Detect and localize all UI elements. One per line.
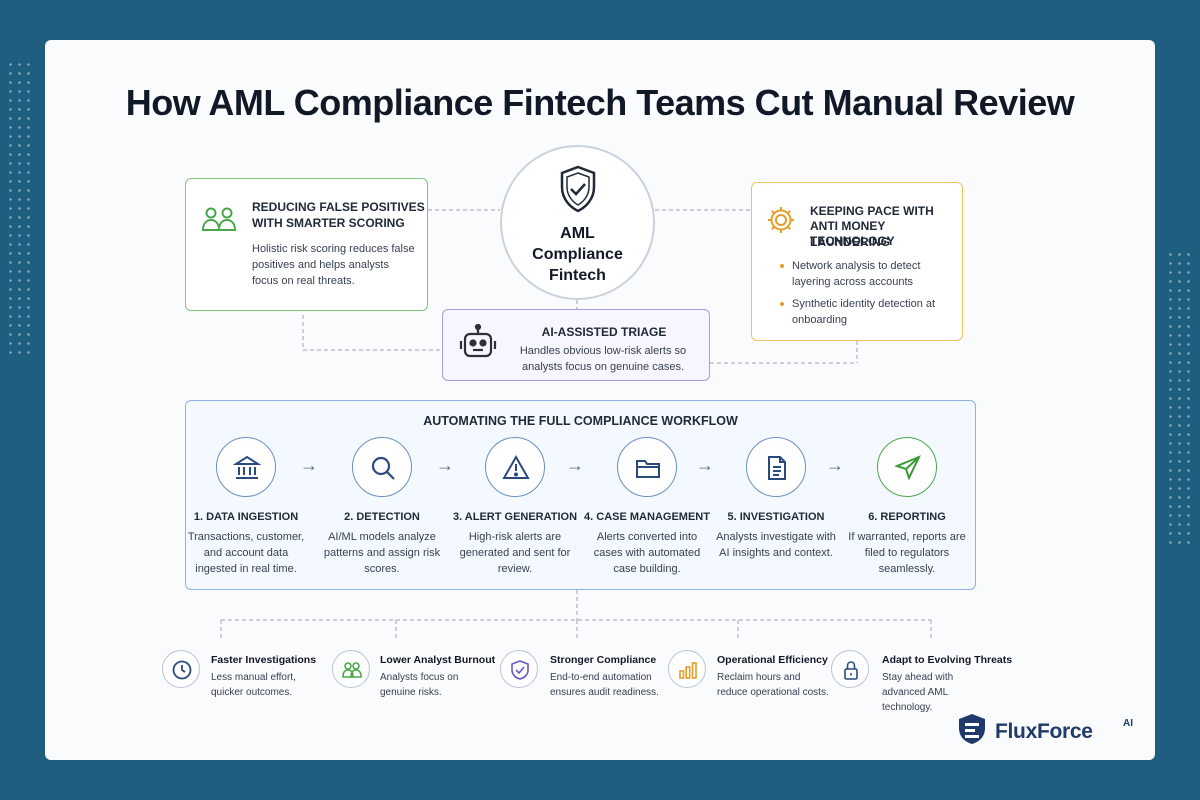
false-positives-box: REDUCING FALSE POSITIVES WITH SMARTER SC… — [185, 178, 428, 311]
keeping-pace-title-3: TECHNOLOGY — [810, 234, 895, 248]
logo-text: FluxForce — [995, 720, 1093, 743]
arrow-icon: → — [566, 455, 584, 475]
benefit-desc: Stay ahead with advanced AML technology. — [882, 672, 954, 713]
keeping-pace-bullet: Network analysis to detect layering acro… — [778, 258, 948, 290]
step-title: 5. INVESTIGATION — [727, 511, 825, 523]
false-positives-title-2: WITH SMARTER SCORING — [252, 216, 405, 230]
fluxforce-shield-icon — [959, 714, 985, 744]
step-desc: Analysts investigate with AI insights an… — [716, 531, 836, 559]
logo-superscript: AI — [1123, 718, 1133, 729]
decorative-dots-left — [6, 60, 34, 360]
gear-icon — [768, 207, 794, 233]
benefit-desc: Reclaim hours and reduce operational cos… — [717, 672, 829, 698]
false-positives-title-1: REDUCING FALSE POSITIVES — [252, 200, 425, 214]
step-title: 4. CASE MANAGEMENT — [584, 511, 710, 523]
keeping-pace-title-1: KEEPING PACE WITH — [810, 204, 934, 218]
arrow-icon: → — [300, 455, 318, 475]
users-icon — [202, 207, 236, 231]
magnifier-icon — [352, 437, 412, 497]
step-desc: Transactions, customer, and account data… — [187, 531, 305, 575]
benefit-desc: End-to-end automation ensures audit read… — [550, 672, 659, 698]
arrow-icon: → — [696, 455, 714, 475]
benefit-desc: Less manual effort, quicker outcomes. — [211, 672, 296, 698]
step-title: 2. DETECTION — [344, 511, 420, 523]
step-title: 6. REPORTING — [868, 511, 946, 523]
keeping-pace-bullet: Synthetic identity detection at onboardi… — [778, 296, 948, 328]
step-title: 1. DATA INGESTION — [193, 511, 299, 523]
benefit-title: Stronger Compliance — [550, 654, 657, 666]
robot-icon — [459, 324, 497, 358]
step-title: 3. ALERT GENERATION — [452, 511, 578, 523]
send-icon — [877, 437, 937, 497]
step-desc: If warranted, reports are filed to regul… — [848, 531, 966, 575]
decorative-dots-right — [1166, 250, 1194, 550]
arrow-icon: → — [826, 455, 844, 475]
benefit-desc: Analysts focus on genuine risks. — [380, 672, 459, 698]
bar-chart-icon — [668, 650, 706, 688]
benefit-title: Lower Analyst Burnout — [380, 654, 496, 666]
workflow-box: AUTOMATING THE FULL COMPLIANCE WORKFLOW … — [185, 400, 976, 590]
shield-check-icon — [560, 165, 596, 213]
page-title: How AML Compliance Fintech Teams Cut Man… — [125, 82, 1075, 123]
step-desc: AI/ML models analyze patterns and assign… — [323, 531, 441, 575]
keeping-pace-box: KEEPING PACE WITH ANTI MONEY LAUNDERING … — [751, 182, 963, 341]
arrow-icon: → — [436, 455, 454, 475]
step-desc: Alerts converted into cases with automat… — [593, 531, 701, 575]
folder-icon — [617, 437, 677, 497]
document-icon — [746, 437, 806, 497]
clock-icon — [162, 650, 200, 688]
infographic-card: How AML Compliance Fintech Teams Cut Man… — [45, 40, 1155, 760]
triage-title: AI-ASSISTED TRIAGE — [541, 325, 667, 339]
center-circle: AML Compliance Fintech — [500, 145, 655, 300]
keeping-pace-bullets: Network analysis to detect layering acro… — [778, 258, 948, 334]
lock-icon — [831, 650, 869, 688]
keeping-pace-title-2: ANTI MONEY LAUNDERING — [810, 219, 890, 249]
workflow-title: AUTOMATING THE FULL COMPLIANCE WORKFLOW — [423, 414, 738, 428]
bank-icon — [216, 437, 276, 497]
benefit-title: Adapt to Evolving Threats — [882, 654, 1013, 666]
benefit-title: Faster Investigations — [211, 654, 317, 666]
triage-body: Handles obvious low-risk alerts so analy… — [519, 345, 687, 373]
benefit-title: Operational Efficiency — [717, 654, 828, 666]
warning-icon — [485, 437, 545, 497]
step-desc: High-risk alerts are generated and sent … — [459, 531, 571, 575]
false-positives-body: Holistic risk scoring reduces false posi… — [252, 243, 415, 287]
shield-check-icon — [500, 650, 538, 688]
center-label: AML Compliance Fintech — [532, 225, 623, 284]
users-icon — [332, 650, 370, 688]
triage-box: AI-ASSISTED TRIAGE Handles obvious low-r… — [442, 309, 710, 381]
